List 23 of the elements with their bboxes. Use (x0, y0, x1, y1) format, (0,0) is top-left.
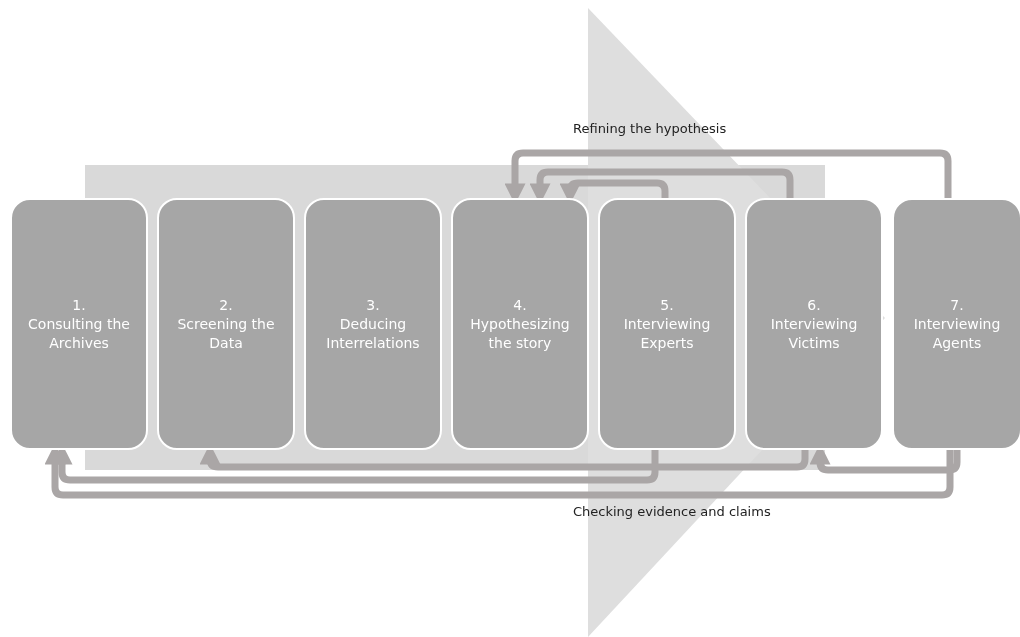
step-box (598, 198, 736, 450)
step-number: 5. (660, 295, 674, 315)
step-number: 4. (513, 295, 527, 315)
step-number: 3. (366, 295, 380, 315)
step-label: Screening the Data (176, 314, 276, 353)
step-box (745, 198, 883, 450)
step-box (304, 198, 442, 450)
loop-label: Refining the hypothesis (573, 121, 727, 136)
step-box (157, 198, 295, 450)
step-label: Deducing Interrelations (325, 314, 421, 353)
step-label: Interviewing Experts (622, 314, 712, 353)
step-number: 6. (807, 295, 821, 315)
step-box (892, 198, 1020, 450)
step-label: Hypothesizing the story (469, 314, 571, 353)
loop-label: Checking evidence and claims (573, 504, 771, 519)
step-box (451, 198, 589, 450)
step-number: 7. (950, 295, 964, 315)
step-label: Interviewing Agents (912, 314, 1002, 353)
step-number: 1. (72, 295, 86, 315)
step-box (10, 198, 148, 450)
step-number: 2. (219, 295, 233, 315)
step-label: Consulting the Archives (27, 314, 131, 353)
step-label: Interviewing Victims (769, 314, 859, 353)
